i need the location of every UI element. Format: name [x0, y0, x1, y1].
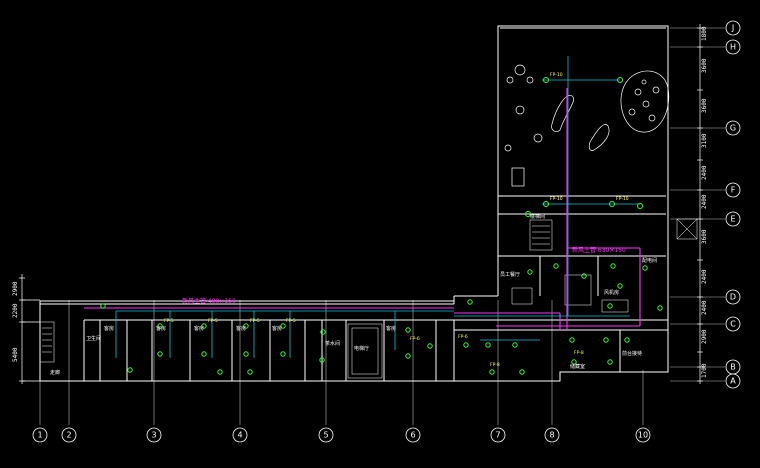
equipment-tags: FP-5 FP-5 FP-5 FP-5 FP-6 FP-6 FP-8 FP-8 … — [164, 72, 629, 368]
axis-bubble-F: F — [725, 182, 741, 198]
room-label-guest-4: 客房 — [236, 325, 246, 332]
room-label-corridor: 走廊 — [50, 369, 60, 376]
room-label-guest-2: 客房 — [156, 325, 166, 332]
axis-bubble-A: A — [725, 373, 741, 389]
fresh-air-ducts — [84, 88, 641, 330]
room-label-toilet: 卫生间 — [86, 335, 101, 342]
room-label-fan-room: 风机房 — [604, 289, 619, 296]
dim-right-4: 3100 — [701, 133, 708, 148]
dim-right-3: 3600 — [701, 98, 708, 113]
dim-left-2: 2200 — [12, 303, 19, 318]
equipment-tag-1: FP-5 — [164, 318, 174, 324]
axis-label-6: 6 — [410, 431, 415, 440]
axis-bubble-8: 8 — [544, 427, 560, 443]
duct-label-main: 新风主管 400×150 — [182, 297, 236, 305]
axis-label-8: 8 — [549, 431, 554, 440]
axis-label-2: 2 — [66, 431, 71, 440]
axis-bubble-7: 7 — [490, 427, 506, 443]
dim-right-10: 2900 — [701, 329, 708, 344]
axis-label-1: 1 — [37, 431, 42, 440]
axis-label-E: E — [730, 215, 735, 224]
equipment-tag-3: FP-5 — [250, 318, 260, 324]
right-dimension-texts: 1800 3600 3600 3100 2400 2400 3600 2400 … — [701, 26, 708, 378]
dim-left-1: 2900 — [12, 281, 19, 296]
axis-label-G: G — [730, 124, 736, 133]
landscape-island — [504, 64, 670, 187]
dim-right-9: 2400 — [701, 300, 708, 315]
room-labels: 走廊 卫生间 客房 客房 客房 客房 客房 客房 电梯厅 楼梯间 茶水间 员工餐… — [50, 213, 657, 376]
duct-label-wing: 新风主管 630×150 — [572, 246, 626, 254]
axis-label-J: J — [731, 24, 734, 33]
axis-label-10: 10 — [638, 431, 648, 440]
room-label-elevator-hall: 电梯厅 — [354, 345, 369, 352]
equipment-tag-7: FP-8 — [490, 362, 500, 368]
equipment-tag-8: FP-8 — [574, 350, 584, 356]
axis-label-B: B — [730, 363, 736, 372]
axis-bubble-2: 2 — [61, 427, 77, 443]
dim-left-3: 5400 — [12, 347, 19, 362]
axis-bubble-1: 1 — [32, 427, 48, 443]
axis-bubble-10: 10 — [635, 427, 651, 443]
stair-and-elevator-details — [39, 218, 698, 379]
axis-bubble-J: J — [725, 20, 741, 36]
dim-right-5: 2400 — [701, 165, 708, 180]
equipment-tag-6: FP-6 — [458, 334, 468, 340]
room-label-guest-1: 客房 — [104, 325, 114, 332]
equipment-tag-5: FP-6 — [410, 336, 420, 342]
room-label-guest-5: 客房 — [272, 325, 282, 332]
equipment-tag-9: FP-10 — [550, 72, 563, 78]
room-label-stair: 楼梯间 — [530, 213, 545, 220]
axis-label-3: 3 — [151, 431, 156, 440]
equipment-tag-4: FP-5 — [286, 318, 296, 324]
equipment-tag-11: FP-10 — [616, 196, 629, 202]
equipment-tag-10: FP-10 — [550, 196, 563, 202]
axis-bubble-H: H — [725, 39, 741, 55]
room-label-guest-6: 客房 — [386, 325, 396, 332]
room-label-electric-room: 配电间 — [642, 257, 657, 264]
axis-label-D: D — [730, 293, 736, 302]
equipment-tag-2: FP-5 — [208, 318, 218, 324]
axis-bubble-E: E — [725, 211, 741, 227]
room-label-reception: 前台接待 — [622, 350, 642, 357]
axis-bubble-5: 5 — [318, 427, 334, 443]
left-dimension-texts: 2900 2200 5400 — [12, 281, 19, 362]
axis-label-5: 5 — [323, 431, 328, 440]
axis-bubbles-right: J H G F E D C B — [725, 20, 741, 389]
axis-bubble-4: 4 — [232, 427, 248, 443]
room-label-pantry: 茶水间 — [325, 340, 340, 347]
dim-right-8: 2400 — [701, 269, 708, 284]
left-dimension-chain — [19, 274, 40, 384]
axis-label-4: 4 — [237, 431, 242, 440]
room-label-storage: 储藏室 — [570, 363, 585, 370]
axis-label-H: H — [730, 43, 736, 52]
axis-label-C: C — [730, 320, 736, 329]
axis-label-A: A — [730, 377, 736, 386]
axis-bubble-6: 6 — [405, 427, 421, 443]
axis-bubble-G: G — [725, 120, 741, 136]
room-label-staff-dining: 员工餐厅 — [500, 271, 520, 278]
equipment-markers — [100, 77, 663, 375]
axis-label-F: F — [731, 186, 736, 195]
dim-right-6: 2400 — [701, 194, 708, 209]
water-pipes — [115, 56, 640, 358]
dim-right-11: 1700 — [701, 363, 708, 378]
right-dimension-chain — [697, 24, 703, 384]
axis-bubble-C: C — [725, 316, 741, 332]
dim-right-2: 3600 — [701, 58, 708, 73]
room-label-guest-3: 客房 — [194, 325, 204, 332]
axis-label-7: 7 — [495, 431, 500, 440]
axis-bubbles-bottom: 1 2 3 4 5 6 7 8 — [32, 427, 651, 443]
axis-bubble-3: 3 — [146, 427, 162, 443]
dim-right-1: 1800 — [701, 26, 708, 41]
dim-right-7: 3600 — [701, 229, 708, 244]
axis-bubble-D: D — [725, 289, 741, 305]
